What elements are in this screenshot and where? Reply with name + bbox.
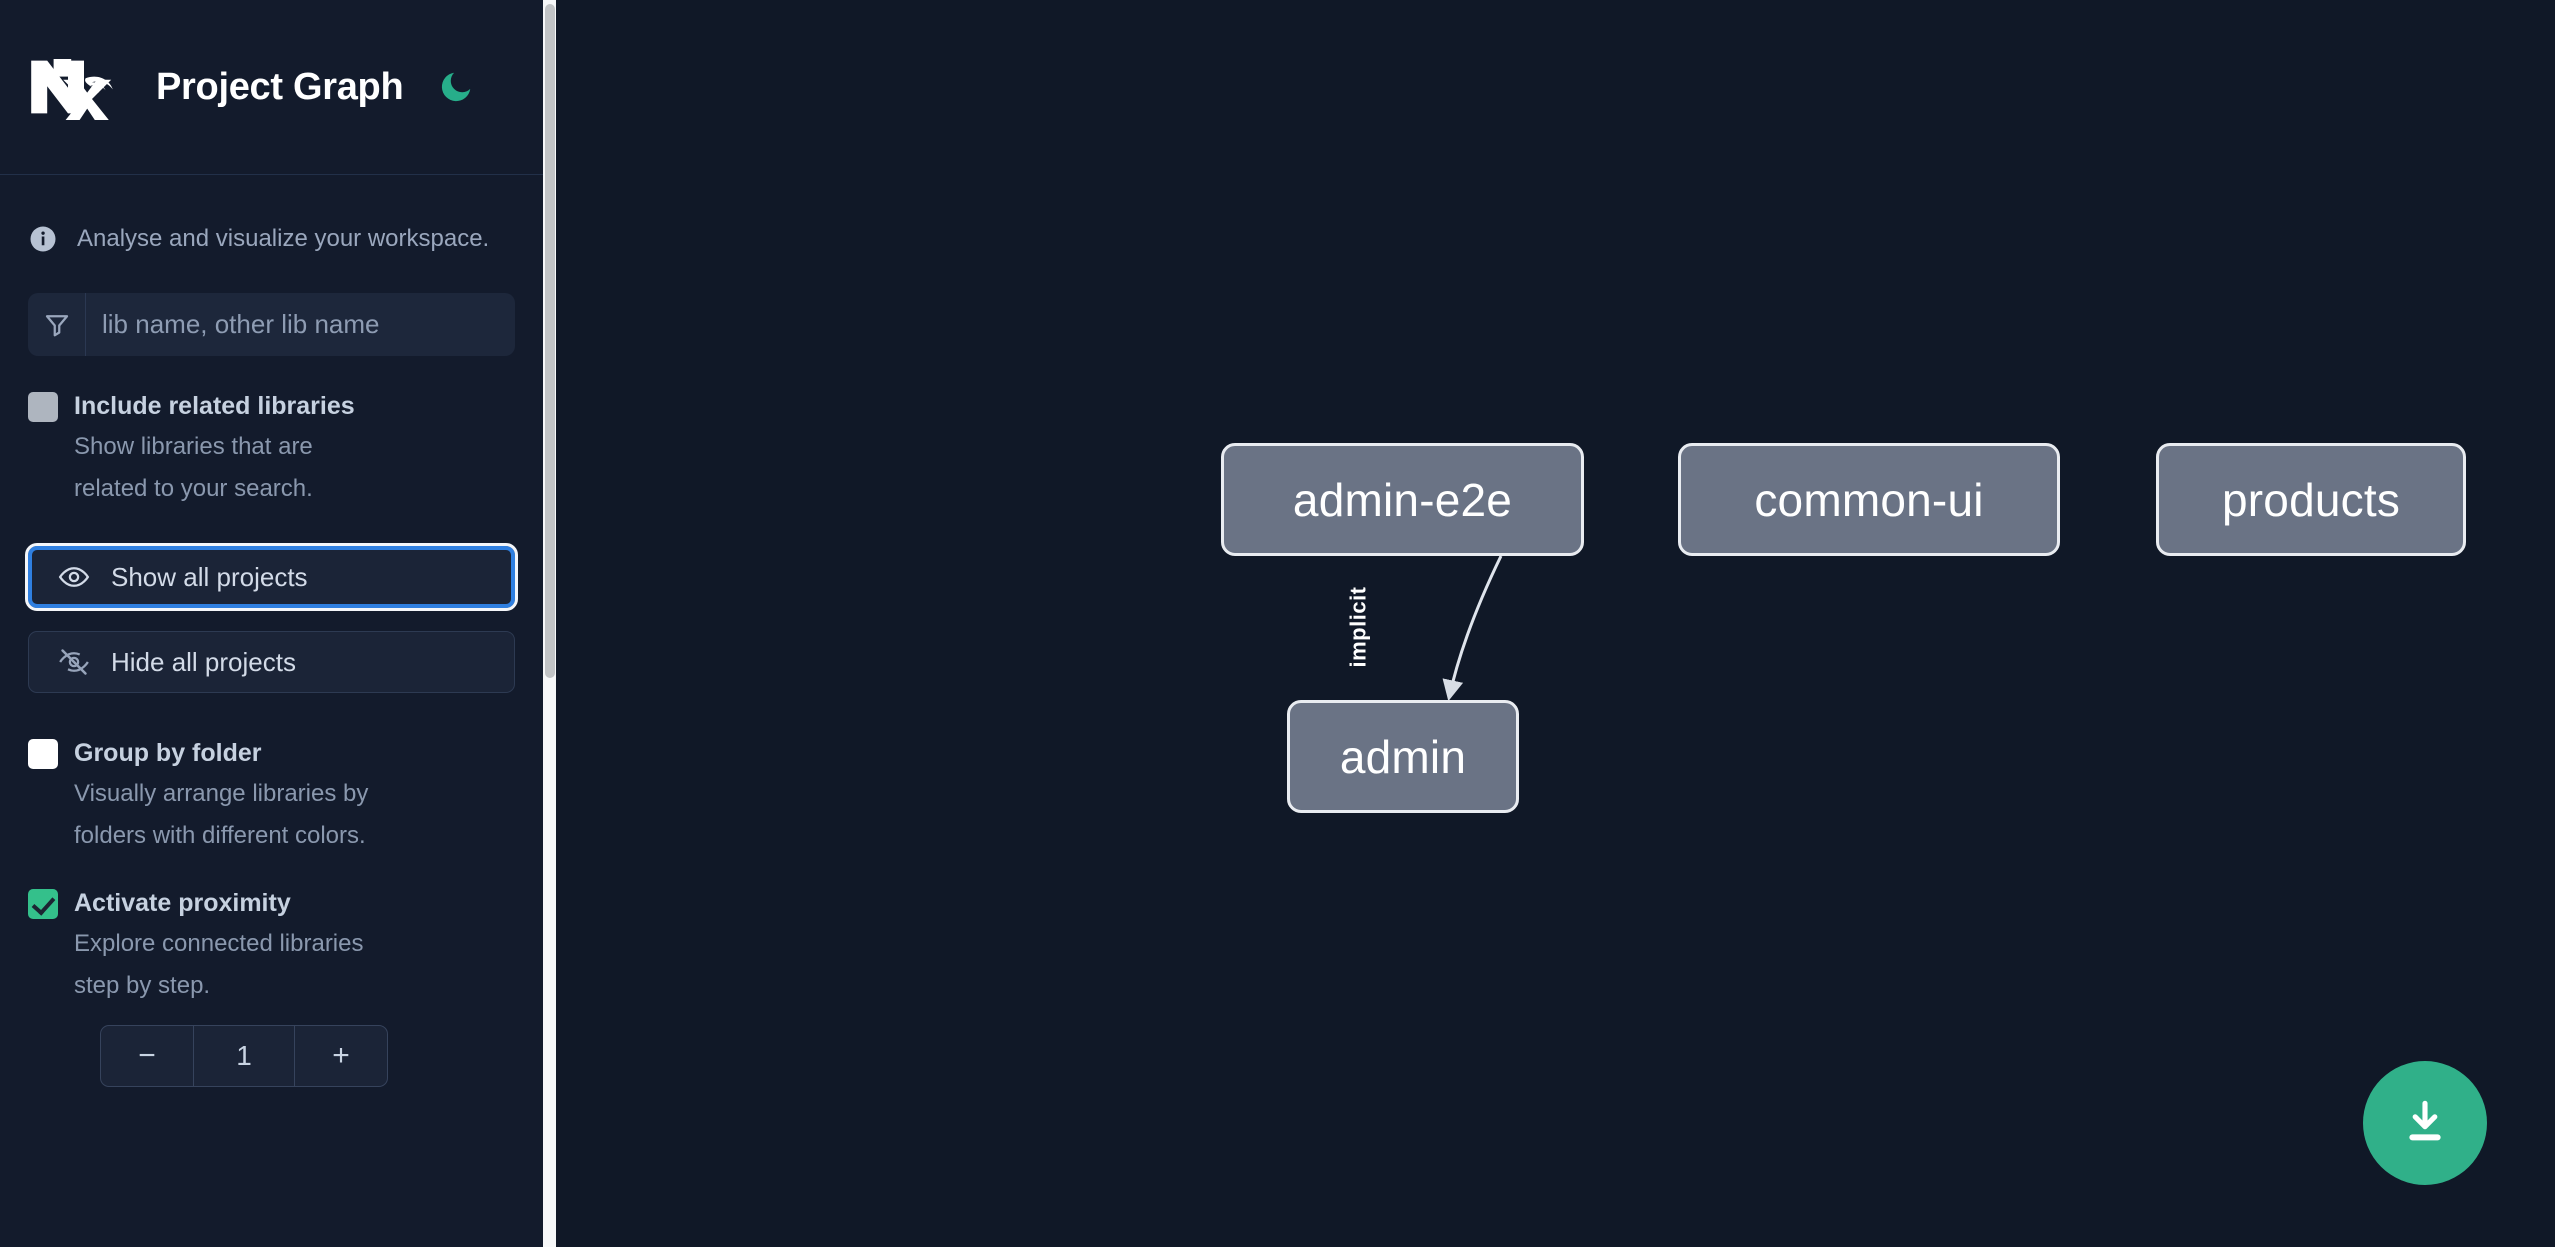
option-description: Visually arrange libraries by folders wi… — [74, 780, 369, 849]
graph-canvas[interactable]: implicit implicit admin-e2e common-ui pr… — [556, 0, 2555, 1247]
option-title: Activate proximity — [74, 889, 291, 917]
group-by-folder-checkbox[interactable] — [28, 739, 58, 769]
page-title: Project Graph — [156, 65, 404, 108]
edge-admin-e2e-to-admin — [1442, 555, 1503, 702]
show-all-projects-button[interactable]: Show all projects — [25, 543, 518, 611]
download-button[interactable] — [2363, 1061, 2487, 1185]
graph-edges — [1442, 555, 1503, 702]
search-box[interactable] — [28, 293, 515, 356]
download-icon — [2397, 1094, 2453, 1153]
proximity-increment-button[interactable]: + — [332, 1039, 350, 1072]
sidebar-content: Project Graph Analyse and visualize yo — [0, 0, 543, 1247]
graph-node-common-ui[interactable]: common-ui — [1678, 443, 2060, 556]
hide-all-projects-button[interactable]: Hide all projects — [28, 631, 515, 693]
option-description: Explore connected libraries step by step… — [74, 930, 364, 999]
option-body: Group by folder Visually arrange librari… — [74, 733, 374, 857]
graph-node-products[interactable]: products — [2156, 443, 2466, 556]
option-group-by-folder[interactable]: Group by folder Visually arrange librari… — [0, 733, 543, 857]
search-input[interactable] — [86, 293, 515, 356]
search-section — [0, 271, 543, 356]
graph-node-admin-e2e[interactable]: admin-e2e — [1221, 443, 1584, 556]
option-title: Group by folder — [74, 739, 262, 767]
nx-logo-icon — [28, 54, 124, 123]
option-body: Activate proximity Explore connected lib… — [74, 883, 374, 1007]
option-activate-proximity[interactable]: Activate proximity Explore connected lib… — [0, 883, 543, 1007]
graph-node-admin[interactable]: admin — [1287, 700, 1519, 813]
sidebar-scrollbar-thumb[interactable] — [545, 4, 555, 678]
proximity-stepper-wrap: − 1 + — [0, 1007, 543, 1087]
edge-label-implicit-admin: implicit — [1345, 586, 1371, 668]
option-title: Include related libraries — [74, 392, 355, 420]
option-include-related-libraries[interactable]: Include related libraries Show libraries… — [0, 386, 543, 510]
proximity-decrement-button[interactable]: − — [138, 1039, 156, 1072]
project-visibility-actions: Show all projects Hide all projects — [0, 510, 543, 693]
filter-icon — [28, 293, 86, 356]
option-body: Include related libraries Show libraries… — [74, 386, 374, 510]
proximity-value: 1 — [193, 1026, 295, 1086]
moon-icon[interactable] — [433, 64, 479, 110]
hide-all-projects-label: Hide all projects — [111, 646, 296, 677]
sidebar-header: Project Graph — [0, 0, 543, 175]
eye-icon — [57, 560, 91, 594]
workspace-info: Analyse and visualize your workspace. — [0, 175, 543, 271]
option-description: Show libraries that are related to your … — [74, 433, 313, 502]
activate-proximity-checkbox[interactable] — [28, 889, 58, 919]
sidebar: Project Graph Analyse and visualize yo — [0, 0, 556, 1247]
include-related-libraries-checkbox[interactable] — [28, 392, 58, 422]
workspace-info-text: Analyse and visualize your workspace. — [77, 225, 490, 252]
show-all-projects-label: Show all projects — [111, 561, 308, 592]
info-icon — [28, 224, 58, 254]
eye-off-icon — [57, 645, 91, 679]
sidebar-scrollbar-track[interactable] — [543, 0, 556, 1247]
proximity-stepper: − 1 + — [100, 1025, 388, 1087]
button-spacer — [28, 608, 515, 631]
